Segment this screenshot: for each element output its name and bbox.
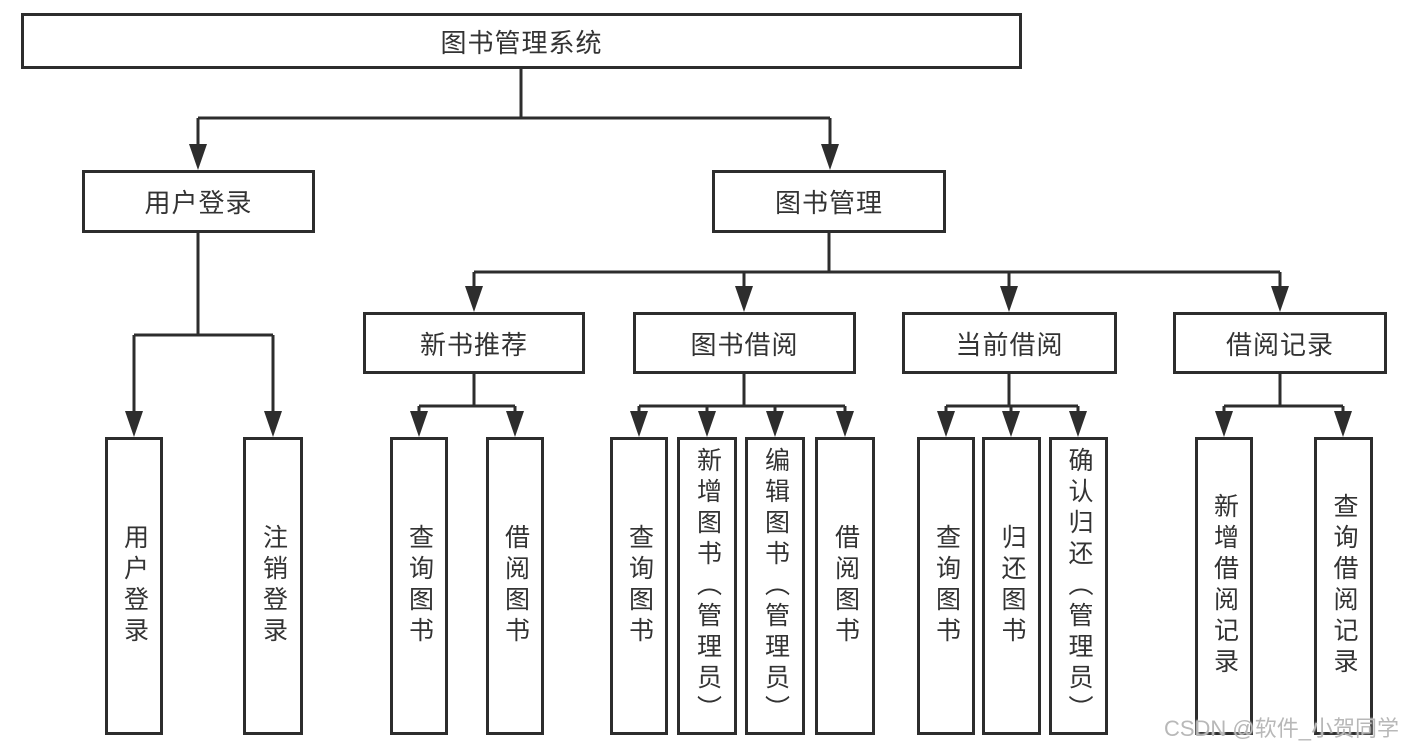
arrowhead — [630, 411, 648, 437]
node-label: 注销登录 — [259, 524, 288, 648]
arrowhead — [264, 411, 282, 437]
node-borrow-books-2: 借阅图书 — [815, 437, 875, 735]
arrowhead — [1271, 286, 1289, 312]
node-label: 归还图书 — [998, 524, 1026, 648]
node-label: 当前借阅 — [955, 329, 1064, 360]
node-label: 借阅图书 — [831, 524, 860, 648]
node-new-book-recommendation: 新书推荐 — [363, 312, 585, 374]
node-edit-books-admin: 编辑图书（管理员） — [745, 437, 805, 735]
node-label: 查询借阅记录 — [1330, 493, 1358, 679]
node-label: 新增借阅记录 — [1210, 493, 1239, 679]
node-label: 新增图书（管理员） — [693, 446, 722, 726]
arrowhead — [937, 411, 955, 437]
node-current-borrowing: 当前借阅 — [902, 312, 1117, 374]
node-search-books-2: 查询图书 — [610, 437, 668, 735]
node-add-books-admin: 新增图书（管理员） — [677, 437, 737, 735]
arrowhead — [506, 411, 524, 437]
node-label: 新书推荐 — [419, 329, 528, 360]
node-label: 借阅图书 — [501, 524, 530, 648]
node-return-books: 归还图书 — [982, 437, 1041, 735]
node-label: 查询图书 — [932, 524, 961, 648]
node-user-login-op: 用户登录 — [105, 437, 163, 735]
node-search-books-1: 查询图书 — [390, 437, 448, 735]
arrowhead — [735, 286, 753, 312]
arrowhead — [410, 411, 428, 437]
node-add-borrow-record: 新增借阅记录 — [1195, 437, 1253, 735]
node-borrow-books-1: 借阅图书 — [486, 437, 544, 735]
arrowhead — [1334, 411, 1352, 437]
node-logout-op: 注销登录 — [243, 437, 303, 735]
arrowhead — [698, 411, 716, 437]
node-confirm-return-admin: 确认归还（管理员） — [1049, 437, 1108, 735]
arrowhead — [821, 144, 839, 170]
node-label: 确认归还（管理员） — [1065, 446, 1093, 726]
arrowhead — [125, 411, 143, 437]
node-book-management: 图书管理 — [712, 170, 946, 233]
arrowhead — [766, 411, 784, 437]
arrowhead — [1215, 411, 1233, 437]
node-label: 编辑图书（管理员） — [761, 446, 790, 726]
node-book-borrowing: 图书借阅 — [633, 312, 856, 374]
node-label: 借阅记录 — [1225, 329, 1334, 360]
arrowhead — [1002, 411, 1020, 437]
node-borrowing-records: 借阅记录 — [1173, 312, 1387, 374]
node-label: 用户登录 — [144, 188, 253, 218]
arrowhead — [189, 144, 207, 170]
node-label: 图书管理系统 — [440, 27, 603, 58]
node-search-borrow-record: 查询借阅记录 — [1314, 437, 1373, 735]
csdn-watermark: CSDN @软件_小贺同学 — [1163, 716, 1399, 741]
node-user-login: 用户登录 — [82, 170, 315, 233]
arrowhead — [1000, 286, 1018, 312]
node-label: 查询图书 — [625, 524, 654, 648]
arrowhead — [465, 286, 483, 312]
node-label: 查询图书 — [405, 524, 434, 648]
arrowhead — [836, 411, 854, 437]
arrowhead — [1069, 411, 1087, 437]
node-search-books-3: 查询图书 — [917, 437, 975, 735]
node-label: 图书借阅 — [690, 329, 799, 360]
node-label: 图书管理 — [774, 188, 883, 218]
node-label: 用户登录 — [120, 524, 149, 648]
node-library-management-system: 图书管理系统 — [21, 13, 1022, 69]
